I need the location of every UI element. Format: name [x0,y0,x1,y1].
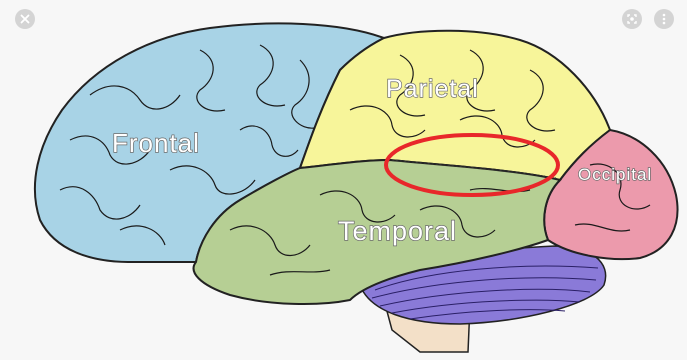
close-icon [20,14,30,24]
parietal-label: Parietal [386,75,479,103]
lens-button[interactable] [622,9,642,29]
lens-icon [626,13,638,25]
more-vert-icon [662,13,666,25]
temporal-label: Temporal [338,216,457,246]
occipital-label: Occipital [578,165,652,184]
more-options-button[interactable] [654,9,674,29]
close-button[interactable] [15,9,35,29]
frontal-label: Frontal [112,128,200,158]
